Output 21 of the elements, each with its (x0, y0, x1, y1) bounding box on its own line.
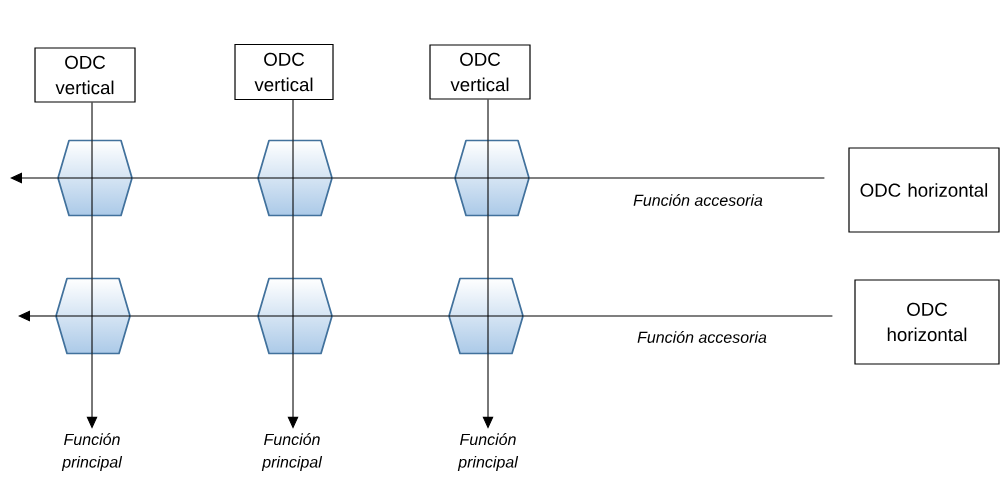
arrow (86, 353, 98, 429)
function-label: Función principal (61, 433, 123, 471)
text-box: ODC vertical (34, 47, 136, 103)
hexagon (257, 139, 333, 217)
text-box: ODC horizontal (848, 147, 1000, 233)
hexagon (257, 277, 333, 355)
text-box: ODC vertical (429, 44, 531, 100)
arrow (482, 353, 494, 429)
function-label: Función principal (261, 433, 323, 471)
arrow (287, 353, 299, 429)
edge-label: Función accesoria (631, 192, 765, 208)
hexagon (55, 277, 131, 355)
arrow (10, 172, 59, 184)
arrow (18, 310, 57, 322)
hexagon (448, 277, 524, 355)
hexagon (454, 139, 530, 217)
edge-label: Función accesoria (635, 329, 769, 345)
hexagon (57, 139, 133, 217)
function-label: Función principal (457, 433, 519, 471)
text-box: ODC vertical (234, 43, 334, 101)
text-box: ODC horizontal (854, 279, 1000, 365)
